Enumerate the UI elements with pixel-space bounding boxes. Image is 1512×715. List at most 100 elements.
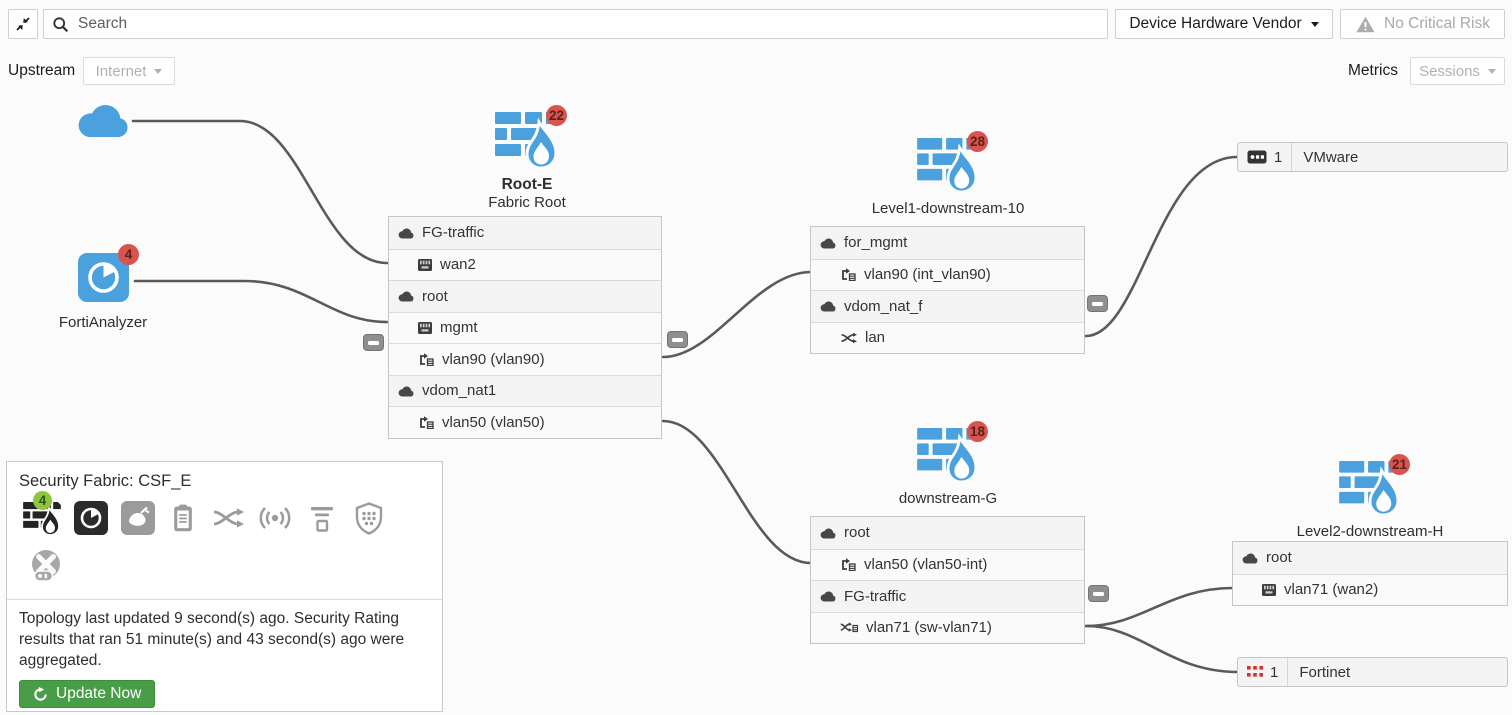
vdom-row[interactable]: for_mgmt <box>811 227 1084 259</box>
collapse-link-button[interactable] <box>363 334 384 351</box>
vdom-row[interactable]: vdom_nat_f <box>811 290 1084 322</box>
fortianalyzer-tile-icon[interactable] <box>74 501 108 535</box>
collapse-link-button[interactable] <box>1088 585 1109 602</box>
vdom-row[interactable]: root <box>1233 542 1507 574</box>
ethernet-port-icon <box>418 258 432 271</box>
collapse-view-button[interactable] <box>8 9 38 39</box>
alert-count-badge: 28 <box>967 131 988 152</box>
interface-row[interactable]: vlan90 (vlan90) <box>389 343 661 375</box>
vdom-cloud-icon <box>1242 553 1258 564</box>
fortianalyzer-node[interactable]: 4 FortiAnalyzer <box>28 244 178 331</box>
interface-row[interactable]: vlan90 (int_vlan90) <box>811 258 1084 290</box>
fortinet-logo-icon <box>1247 666 1263 677</box>
soft-switch-icon <box>841 332 857 343</box>
interface-row[interactable]: vlan71 (sw-vlan71) <box>811 611 1084 643</box>
interface-row[interactable]: mgmt <box>389 311 661 343</box>
vlan-icon <box>842 558 856 572</box>
wireless-ap-icon[interactable] <box>258 501 292 535</box>
metrics-label: Metrics <box>1348 62 1398 79</box>
downstream-g-node[interactable]: 18 downstream-G <box>848 421 1048 507</box>
vdom-cloud-icon <box>820 591 836 602</box>
link-downstream-g-to-fortinet <box>1084 624 1240 674</box>
ethernet-port-icon <box>1262 583 1276 596</box>
search-input[interactable] <box>76 14 1099 34</box>
upstream-select[interactable]: Internet <box>83 57 175 85</box>
search-icon <box>53 16 69 32</box>
vdom-row[interactable]: root <box>389 280 661 312</box>
device-count: 1 <box>1274 148 1283 166</box>
ethernet-port-icon <box>418 321 432 334</box>
chevron-down-icon <box>1487 68 1496 74</box>
vlan-icon <box>420 415 434 429</box>
vendor-dropdown-label: Device Hardware Vendor <box>1129 15 1302 32</box>
clipboard-icon[interactable] <box>168 501 198 535</box>
vdom-cloud-icon <box>820 528 836 539</box>
node-name: Level1-downstream-10 <box>871 200 1025 217</box>
chevron-down-icon <box>154 68 163 74</box>
fortisandbox-tile-icon[interactable] <box>121 501 155 535</box>
interface-row[interactable]: vlan71 (wan2) <box>1233 573 1507 605</box>
firewall-icon <box>1339 461 1401 515</box>
panel-divider <box>7 599 442 600</box>
downstream-g-interface-table: root vlan50 (vlan50-int) FG-traffic vlan… <box>810 516 1085 644</box>
chevron-down-icon <box>1310 21 1319 27</box>
collapse-link-button[interactable] <box>667 331 688 348</box>
endpoint-shield-icon[interactable] <box>352 501 386 535</box>
search-box[interactable] <box>43 9 1108 39</box>
metrics-select-value: Sessions <box>1419 62 1480 80</box>
interface-row[interactable]: lan <box>811 321 1084 353</box>
upstream-select-value: Internet <box>95 62 147 80</box>
collapse-link-button[interactable] <box>1087 295 1108 312</box>
vendor-name: Fortinet <box>1299 663 1351 681</box>
node-subtitle: Fabric Root <box>488 194 566 211</box>
metrics-select[interactable]: Sessions <box>1410 57 1505 85</box>
security-fabric-panel: Security Fabric: CSF_E 4 <box>6 461 443 712</box>
vdom-row[interactable]: FG-traffic <box>811 580 1084 612</box>
vdom-row[interactable]: root <box>811 517 1084 549</box>
cloud-icon <box>78 105 128 138</box>
internet-cloud-node[interactable] <box>75 99 133 144</box>
fabric-device-icons-row2 <box>28 548 442 584</box>
vmware-device-node[interactable]: 1 VMware <box>1237 142 1508 172</box>
level2-downstream-h-node[interactable]: 21 Level2-downstream-H <box>1270 454 1470 540</box>
link-root-to-level1 <box>661 270 813 359</box>
vdom-row[interactable]: FG-traffic <box>389 217 661 249</box>
shuffle-icon[interactable] <box>211 501 245 535</box>
upstream-label: Upstream <box>8 62 76 79</box>
link-level1-to-vmware <box>1084 155 1239 338</box>
fortianalyzer-label: FortiAnalyzer <box>58 314 148 331</box>
virtual-machine-icon <box>1247 150 1267 164</box>
fortinet-device-node[interactable]: 1 Fortinet <box>1237 657 1508 687</box>
fortiswitch-icon[interactable] <box>305 501 339 535</box>
interface-row[interactable]: wan2 <box>389 248 661 280</box>
interface-row[interactable]: vlan50 (vlan50) <box>389 406 661 438</box>
device-count: 1 <box>1270 663 1279 681</box>
vdom-cloud-icon <box>398 386 414 397</box>
vdom-cloud-icon <box>820 238 836 249</box>
device-hardware-vendor-dropdown[interactable]: Device Hardware Vendor <box>1115 9 1333 39</box>
alert-count-badge: 22 <box>546 105 567 126</box>
fortigate-icon[interactable]: 4 <box>23 490 61 535</box>
node-name: Root-E <box>501 176 553 193</box>
interface-row[interactable]: vlan50 (vlan50-int) <box>811 548 1084 580</box>
link-internet-to-root <box>131 119 389 265</box>
level1-downstream-10-node[interactable]: 28 Level1-downstream-10 <box>848 131 1048 217</box>
link-root-to-downstream-g <box>661 419 813 565</box>
fortiextender-icon[interactable] <box>28 548 64 584</box>
link-fortianalyzer-to-root <box>133 279 389 324</box>
level1-interface-table: for_mgmt vlan90 (int_vlan90) vdom_nat_f … <box>810 226 1085 354</box>
critical-risk-button[interactable]: No Critical Risk <box>1340 9 1505 39</box>
vlan-icon <box>420 352 434 366</box>
update-now-button[interactable]: Update Now <box>19 680 156 708</box>
firewall-icon <box>917 428 979 482</box>
vendor-name: VMware <box>1303 148 1359 166</box>
node-name: Level2-downstream-H <box>1296 523 1444 540</box>
vdom-cloud-icon <box>820 301 836 312</box>
device-count-cell: 1 <box>1238 658 1289 686</box>
update-now-label: Update Now <box>56 685 142 702</box>
vdom-row[interactable]: vdom_nat1 <box>389 374 661 406</box>
risk-button-label: No Critical Risk <box>1384 15 1490 32</box>
root-e-node[interactable]: 22 Root-E Fabric Root <box>427 105 627 211</box>
